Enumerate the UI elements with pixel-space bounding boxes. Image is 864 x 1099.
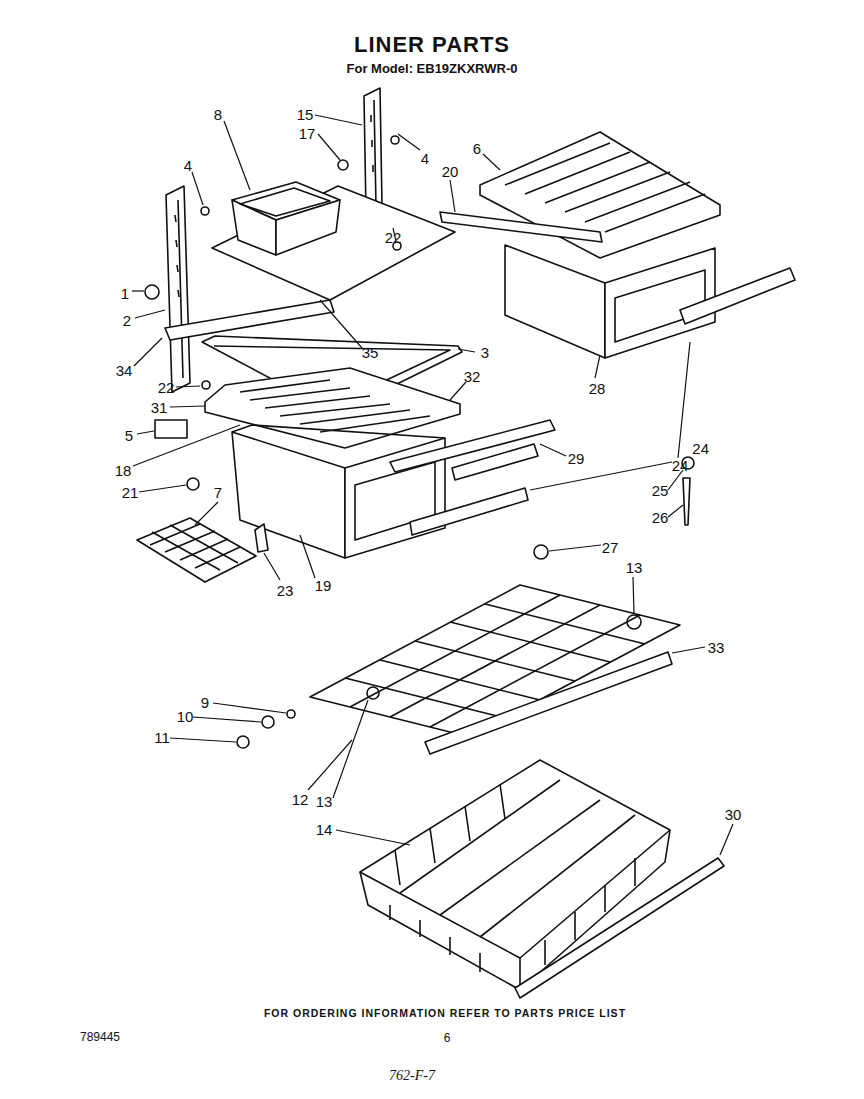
callout-number: 1 [121, 286, 129, 301]
callout-number: 11 [154, 730, 170, 745]
wire-basket [360, 760, 670, 990]
callout-number: 4 [184, 158, 192, 173]
callout-number: 34 [116, 363, 133, 378]
callout-number: 6 [473, 141, 481, 156]
callout-number: 22 [158, 380, 175, 395]
callout-number: 32 [464, 369, 481, 384]
callout-number: 24 [672, 458, 689, 473]
callout-number: 25 [652, 483, 669, 498]
callout-number: 7 [214, 485, 222, 500]
crisper-drawer [505, 245, 715, 358]
utility-pan [232, 182, 340, 255]
trim-strip [680, 268, 795, 324]
trim-strip [452, 444, 538, 480]
callout-number: 35 [362, 345, 379, 360]
trim-strip [410, 488, 528, 535]
callout-number: 15 [297, 107, 314, 122]
callout-number: 31 [151, 400, 168, 415]
diagram-title: LINER PARTS [354, 34, 510, 56]
callout-number: 13 [626, 560, 643, 575]
callout-number: 17 [299, 126, 316, 141]
handwritten-code: 762-F-7 [389, 1069, 435, 1083]
callout-number: 14 [316, 822, 333, 837]
small-parts [145, 136, 694, 748]
callout-number: 8 [214, 107, 222, 122]
callout-number: 26 [652, 510, 669, 525]
callout-number: 12 [292, 792, 309, 807]
document-code: 789445 [80, 1031, 120, 1043]
callout-number: 30 [725, 807, 742, 822]
shelf-rail [166, 186, 190, 392]
callout-number: 9 [201, 695, 209, 710]
callout-number: 27 [602, 540, 619, 555]
callout-number: 3 [481, 345, 489, 360]
cover-support [440, 212, 602, 242]
callout-number: 19 [315, 578, 332, 593]
callout-number: 2 [123, 313, 131, 328]
callout-number: 4 [421, 151, 429, 166]
model-line: For Model: EB19ZKXRWR-0 [347, 62, 518, 75]
footer-note: FOR ORDERING INFORMATION REFER TO PARTS … [264, 1008, 626, 1019]
callout-number: 23 [277, 583, 294, 598]
callout-number: 5 [125, 428, 133, 443]
callout-number: 21 [122, 485, 139, 500]
leader-lines [132, 115, 733, 855]
callout-number: 20 [442, 164, 459, 179]
callout-number: 13 [316, 794, 333, 809]
callout-number: 18 [115, 463, 132, 478]
callout-number: 22 [385, 230, 402, 245]
callout-number: 28 [589, 381, 606, 396]
callout-number: 24 [692, 441, 709, 456]
page-number: 6 [444, 1032, 451, 1044]
wire-shelf [310, 585, 680, 737]
shelf-support [165, 300, 334, 340]
shelf-rail [425, 652, 672, 754]
basket-rail [515, 858, 724, 998]
crisper-drawer [232, 425, 445, 558]
callout-number: 10 [177, 709, 194, 724]
callout-number: 29 [568, 451, 585, 466]
ice-tray [137, 518, 256, 582]
callout-number: 33 [708, 640, 725, 655]
